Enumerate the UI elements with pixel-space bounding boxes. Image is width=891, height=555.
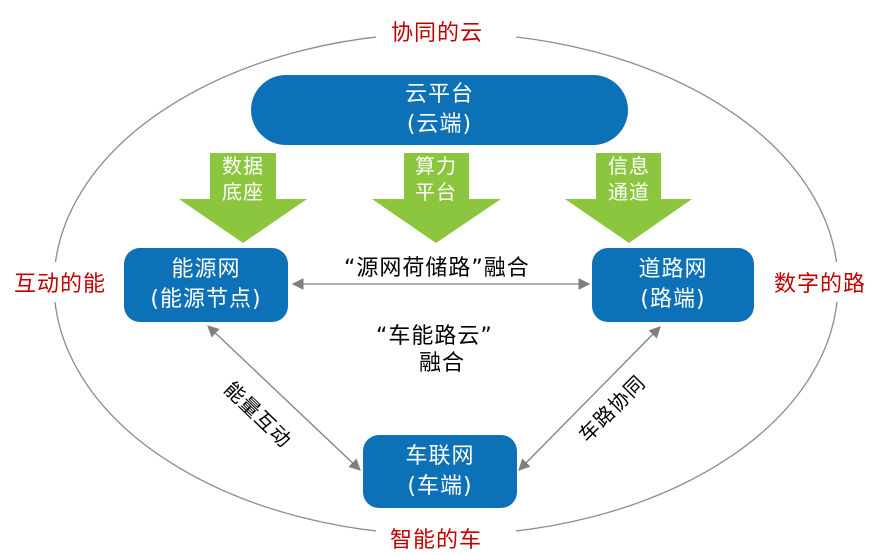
down-arrow-compute-platform	[372, 153, 501, 243]
node-vehicle-subtitle: (车端)	[407, 473, 473, 499]
arrow-label-line: 信息	[608, 154, 650, 178]
down-arrow-info-channel	[565, 153, 692, 243]
node-energy-network: 能源网 (能源节点)	[124, 248, 288, 322]
node-road-title: 道路网	[638, 257, 708, 282]
arrow-label-data-foundation: 数据 底座	[203, 153, 283, 205]
bottom-label-mask	[376, 520, 516, 554]
label-source-grid-load-storage-road: “源网荷储路”融合	[344, 256, 530, 281]
connector-energy-vehicle	[207, 325, 361, 471]
arrow-label-line: 算力	[415, 154, 457, 178]
arrow-label-line: 数据	[222, 154, 264, 178]
node-energy-subtitle: (能源节点)	[150, 287, 262, 312]
connector-road-vehicle	[518, 326, 661, 471]
node-energy-title: 能源网	[171, 257, 241, 282]
arrow-label-compute-platform: 算力 平台	[396, 153, 476, 205]
down-arrow-data-foundation	[179, 153, 307, 243]
arrow-label-info-channel: 信息 通道	[589, 153, 669, 205]
node-cloud-platform: 云平台 (云端)	[251, 75, 628, 145]
label-intelligent-vehicle: 智能的车	[390, 528, 483, 553]
node-vehicle-title: 车联网	[405, 443, 475, 469]
top-label-mask	[376, 14, 516, 46]
arrow-label-line: 平台	[415, 180, 457, 204]
node-road-network: 道路网 (路端)	[592, 248, 754, 322]
right-label-mask	[768, 262, 890, 302]
node-cloud-subtitle: (云端)	[406, 112, 473, 137]
node-road-subtitle: (路端)	[640, 287, 706, 312]
label-digital-road: 数字的路	[774, 272, 867, 297]
node-vehicle-network: 车联网 (车端)	[363, 435, 517, 508]
label-interactive-energy: 互动的能	[14, 272, 107, 297]
label-collaborative-cloud: 协同的云	[391, 21, 484, 46]
label-vehicle-energy-road-cloud: “车能路云”	[376, 324, 493, 349]
node-cloud-title: 云平台	[404, 82, 474, 107]
label-fusion: 融合	[419, 351, 466, 376]
arrow-label-line: 通道	[608, 180, 650, 204]
arrow-label-line: 底座	[222, 180, 264, 204]
left-label-mask	[4, 262, 116, 302]
